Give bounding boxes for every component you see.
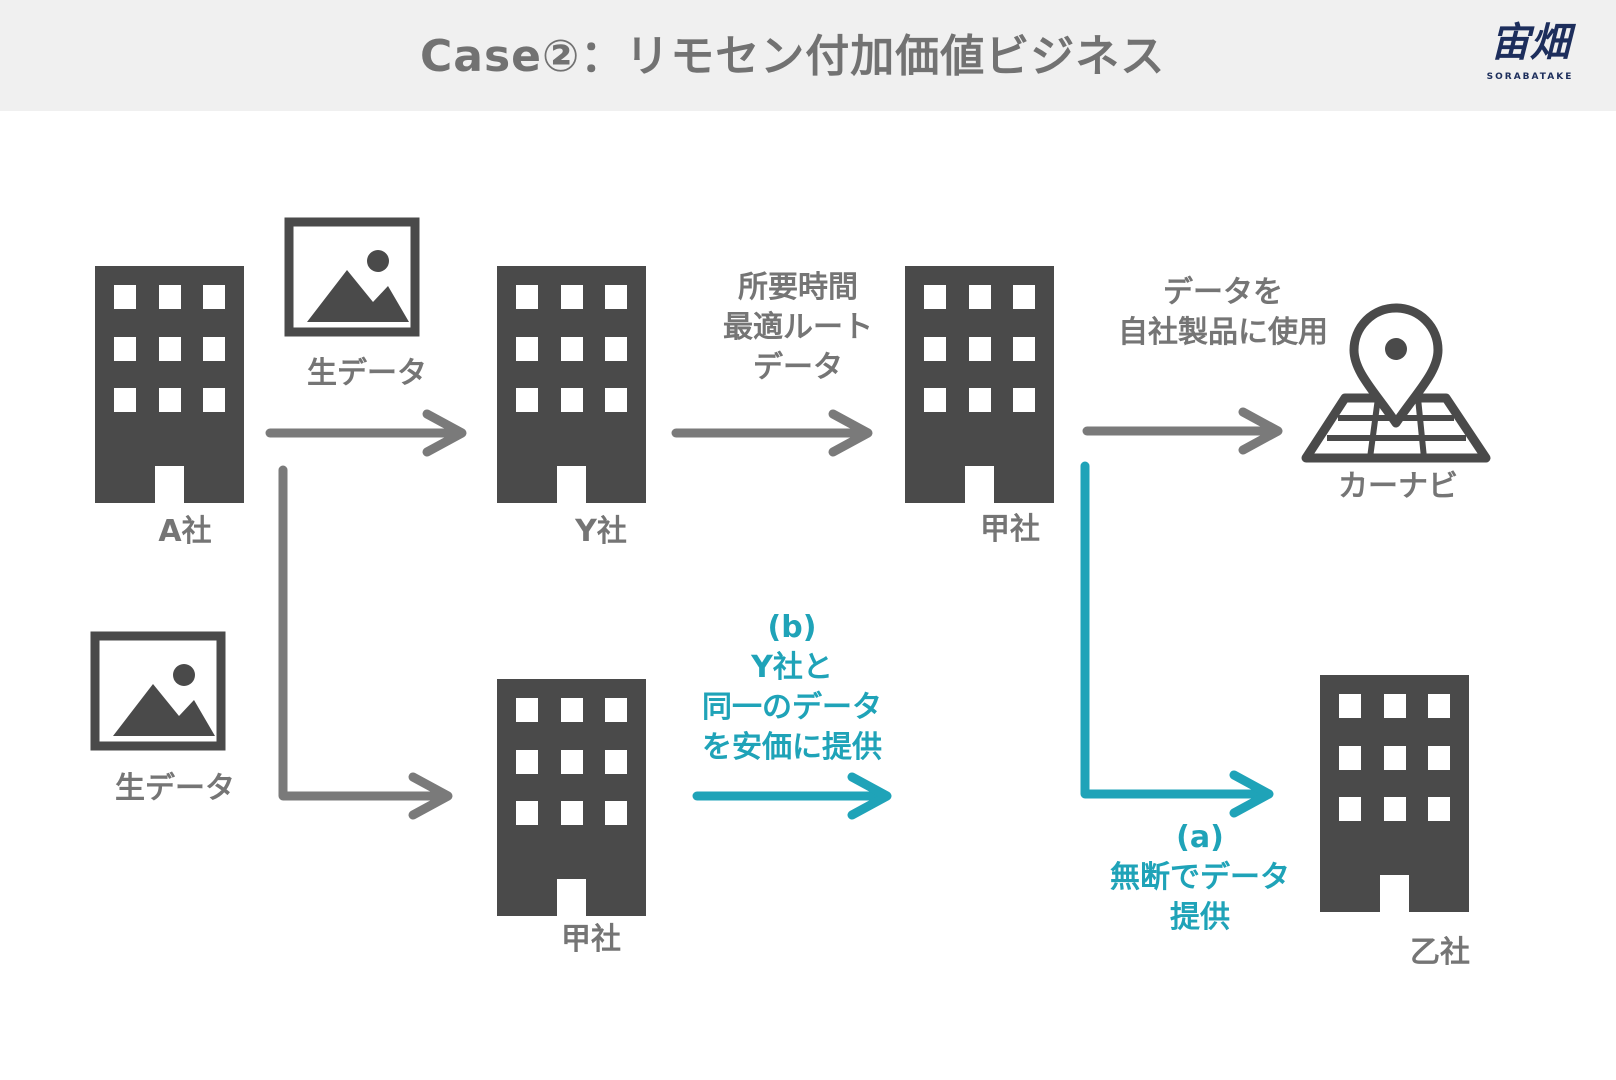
company-a-label: A社 xyxy=(158,514,212,549)
flow-kou-to-navi-line2: 自社製品に使用 xyxy=(1118,315,1328,350)
raw-data-bottom-label: 生データ xyxy=(115,771,235,806)
flow-y-to-kou-line2: 最適ルート xyxy=(723,310,873,345)
arrow-a-unauthorized xyxy=(1080,461,1274,818)
flow-kou-to-navi-line1: データを xyxy=(1163,275,1283,310)
flow-a-line2: 無断でデータ xyxy=(1110,860,1290,895)
flow-y-to-kou-label: 所要時間 最適ルート データ xyxy=(673,268,923,388)
flow-a-line3: 提供 xyxy=(1170,900,1230,935)
flow-kou-to-navi-label: データを 自社製品に使用 xyxy=(1073,273,1373,353)
flow-y-to-kou-line1: 所要時間 xyxy=(738,270,858,305)
page-title: Case②：リモセン付加価値ビジネス xyxy=(420,31,1166,82)
company-y-label: Y社 xyxy=(575,514,627,549)
flow-a-line1: (a) xyxy=(1176,820,1224,855)
flow-a-label: (a) 無断でデータ 提供 xyxy=(1065,818,1335,938)
flow-b-line2: Y社と xyxy=(751,650,833,685)
building-a-icon xyxy=(95,266,244,503)
header-bar: Case②：リモセン付加価値ビジネス 宙畑 SORABATAKE xyxy=(0,0,1616,111)
raw-data-top-label: 生データ xyxy=(307,356,427,391)
map-pin-icon xyxy=(1301,303,1491,463)
arrow-a-to-kou-bottom xyxy=(278,465,453,820)
building-kou-bottom-icon xyxy=(497,679,646,916)
arrow-kou-to-navi xyxy=(1082,407,1283,455)
flow-b-line4: を安価に提供 xyxy=(702,730,882,765)
building-otsu-icon xyxy=(1320,675,1469,912)
car-navi-label: カーナビ xyxy=(1338,469,1458,504)
sorabatake-logo: 宙畑 SORABATAKE xyxy=(1475,18,1585,90)
raw-data-top-image-icon xyxy=(289,222,415,332)
company-kou-top-label: 甲社 xyxy=(980,512,1040,547)
arrow-b-offer xyxy=(692,772,892,820)
building-y-icon xyxy=(497,266,646,503)
company-kou-bottom-label: 甲社 xyxy=(561,922,621,957)
company-otsu-label: 乙社 xyxy=(1410,935,1470,970)
flow-b-line1: (b) xyxy=(767,610,817,645)
flow-y-to-kou-line3: データ xyxy=(753,350,843,385)
raw-data-bottom-image-icon xyxy=(95,636,221,746)
logo-subtext: SORABATAKE xyxy=(1486,72,1574,82)
logo-text: 宙畑 xyxy=(1490,20,1570,66)
flow-b-line3: 同一のデータ xyxy=(702,690,882,725)
arrow-y-to-kou xyxy=(671,409,873,457)
arrow-a-to-y xyxy=(265,409,467,457)
building-kou-top-icon xyxy=(905,266,1054,503)
flow-b-label: (b) Y社と 同一のデータ を安価に提供 xyxy=(662,608,922,768)
